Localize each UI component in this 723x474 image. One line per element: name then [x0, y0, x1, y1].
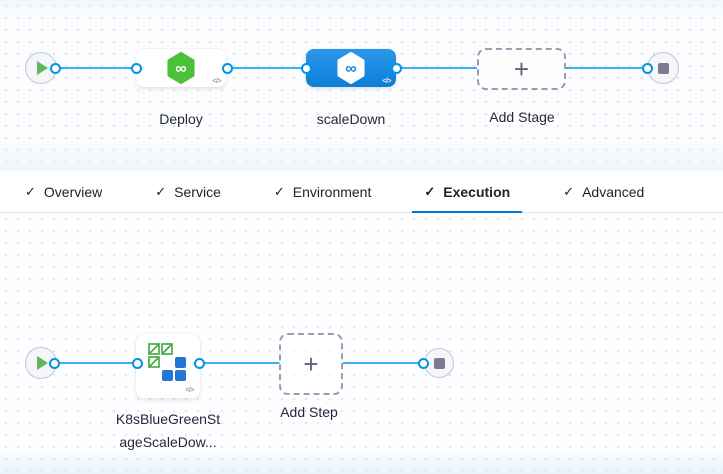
connector-point: [301, 63, 312, 74]
execution-graph-canvas[interactable]: </> K8sBlueGreenSt ageScaleDow... + Add …: [0, 213, 723, 474]
tab-overview[interactable]: ✓ Overview: [13, 171, 114, 212]
scaledown-stage-icon: ∞: [337, 52, 365, 84]
tab-label: Service: [174, 183, 221, 200]
plus-icon: +: [513, 54, 530, 84]
tab-environment[interactable]: ✓ Environment: [262, 171, 384, 212]
plus-icon: +: [303, 349, 319, 379]
pipeline-end-node[interactable]: [647, 52, 679, 84]
stage-graph-canvas[interactable]: ∞ </> Deploy ∞ </> scaleDown + Add Stage: [0, 0, 723, 171]
edge-start-to-deploy: [55, 67, 136, 69]
k8s-blue-green-scale-down-icon: [148, 343, 186, 381]
stage-node-scaledown[interactable]: ∞ </>: [306, 49, 396, 87]
connector-point: [391, 63, 402, 74]
step-node-k8s-bluegreen-scaledown[interactable]: </>: [136, 334, 200, 398]
add-stage-label: Add Stage: [489, 109, 555, 125]
code-icon: </>: [212, 78, 221, 85]
edge-addstep-to-end: [343, 362, 423, 364]
play-icon: [37, 356, 48, 370]
add-stage-button[interactable]: +: [477, 48, 566, 90]
connector-point: [222, 63, 233, 74]
edge-start-to-step: [54, 362, 137, 364]
edge-deploy-to-scaledown: [227, 67, 306, 69]
connector-point: [131, 63, 142, 74]
connector-point: [642, 63, 653, 74]
stage-config-tabbar: ✓ Overview ✓ Service ✓ Environment ✓ Exe…: [0, 171, 723, 213]
execution-end-node[interactable]: [424, 348, 454, 378]
step-label-line1: K8sBlueGreenSt: [115, 411, 221, 427]
stage-node-deploy[interactable]: ∞ </>: [136, 49, 226, 87]
tab-label: Advanced: [582, 183, 645, 200]
connector-point: [50, 63, 61, 74]
add-step-button[interactable]: +: [279, 333, 343, 395]
edge-step-to-addstep: [199, 362, 280, 364]
connector-point: [132, 358, 143, 369]
checkmark-icon: ✓: [25, 183, 36, 199]
stop-icon: [657, 62, 669, 74]
checkmark-icon: ✓: [424, 183, 436, 199]
edge-addstage-to-end: [566, 67, 647, 69]
checkmark-icon: ✓: [155, 183, 167, 199]
stop-icon: [433, 357, 445, 369]
code-icon: </>: [185, 387, 194, 394]
tab-label: Environment: [292, 183, 372, 200]
code-icon: </>: [382, 78, 391, 85]
connector-point: [49, 358, 60, 369]
play-icon: [37, 61, 48, 75]
deploy-stage-icon: ∞: [167, 52, 195, 84]
tab-label: Overview: [43, 183, 103, 200]
tab-advanced[interactable]: ✓ Advanced: [551, 171, 656, 212]
svg-text:∞: ∞: [345, 61, 356, 78]
connector-point: [418, 358, 429, 369]
tab-execution[interactable]: ✓ Execution: [412, 171, 522, 213]
tab-service[interactable]: ✓ Service: [143, 171, 233, 212]
tab-label: Execution: [443, 183, 511, 200]
svg-text:∞: ∞: [175, 61, 186, 78]
step-label: K8sBlueGreenSt ageScaleDow...: [116, 408, 220, 454]
stage-label-scaledown: scaleDown: [316, 111, 386, 127]
edge-scaledown-to-addstage: [396, 67, 477, 69]
add-step-label: Add Step: [280, 404, 338, 420]
step-label-line2: ageScaleDow...: [119, 434, 217, 450]
checkmark-icon: ✓: [273, 183, 285, 199]
checkmark-icon: ✓: [563, 183, 575, 199]
stage-label-deploy: Deploy: [159, 111, 203, 127]
connector-point: [194, 358, 205, 369]
